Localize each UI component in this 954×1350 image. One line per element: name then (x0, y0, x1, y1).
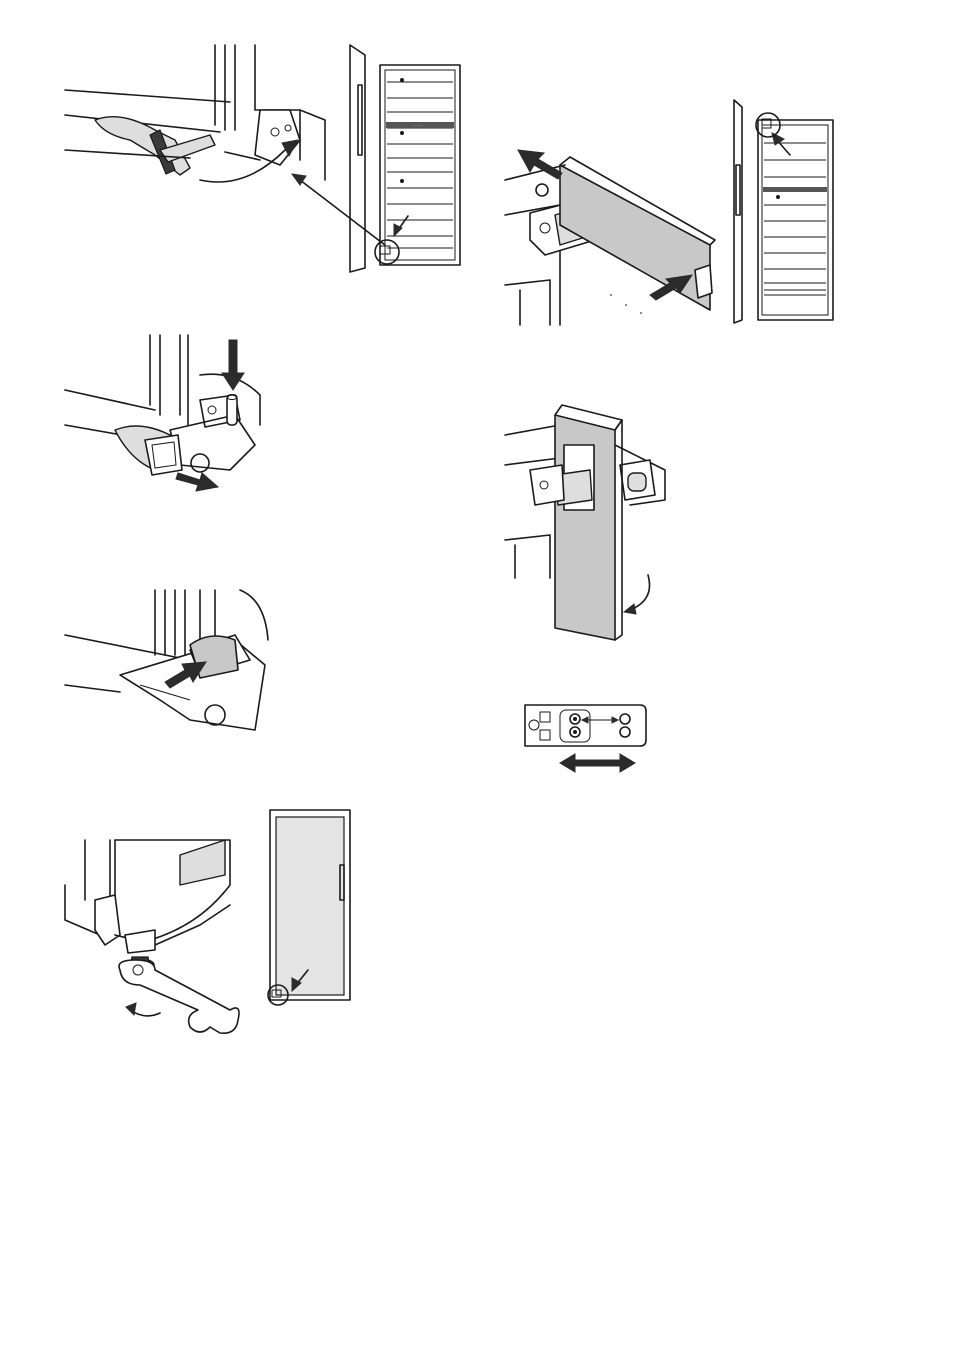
figure-unlock-hinge-pin (60, 335, 280, 495)
figure-push-hinge-cover (60, 590, 280, 740)
display-label: · · · (414, 123, 422, 129)
figure-remove-lower-hinge: · · · (60, 40, 470, 280)
double-arrow-icon (560, 754, 635, 772)
figure-pull-off-decor-strip (500, 95, 860, 325)
figure-swing-decor-panel (500, 400, 680, 650)
figure-hinge-bracket-offset (520, 700, 650, 780)
wine-shelves (387, 82, 453, 248)
figure-adjust-foot (60, 805, 360, 1045)
wine-shelves-2 (764, 143, 826, 295)
